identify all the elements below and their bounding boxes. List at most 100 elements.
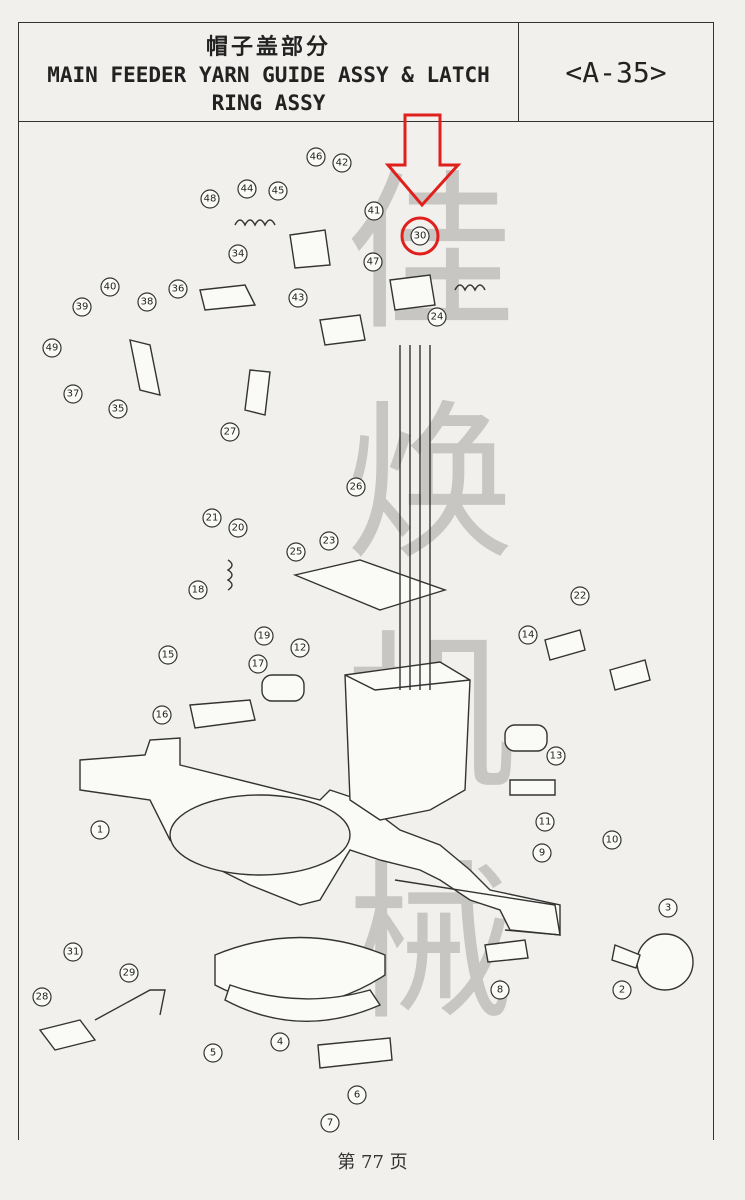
callout-label: 6 — [354, 1090, 360, 1101]
callout-bubble — [248, 654, 268, 674]
callout-bubble — [346, 477, 366, 497]
callout-bubble — [518, 625, 538, 645]
page-frame — [18, 122, 714, 1140]
callout-2: 2 — [612, 980, 632, 1000]
hex-post-right — [609, 659, 651, 691]
callout-label: 11 — [539, 817, 552, 828]
spring-44 — [234, 219, 276, 227]
pin-13 — [509, 779, 556, 796]
callout-6: 6 — [347, 1085, 367, 1105]
page-code: <A-35> — [565, 55, 667, 89]
callout-label: 44 — [241, 184, 254, 195]
callout-label: 15 — [162, 650, 175, 661]
callout-bubble — [490, 980, 510, 1000]
callout-bubble — [202, 508, 222, 528]
callout-label: 25 — [290, 547, 303, 558]
callout-bubble — [288, 288, 308, 308]
knob-ball-3 — [636, 933, 694, 991]
bracket-small — [319, 314, 366, 346]
cylinder-12 — [261, 674, 305, 702]
callout-label: 16 — [156, 710, 169, 721]
callout-bubble — [570, 586, 590, 606]
callout-bubble — [612, 980, 632, 1000]
callout-label: 43 — [292, 293, 305, 304]
callout-bubble — [532, 843, 552, 863]
callout-bubble — [220, 422, 240, 442]
callout-bubble — [100, 277, 120, 297]
highlight-marker — [384, 113, 462, 256]
bracket-34 — [199, 284, 257, 311]
callout-20: 20 — [228, 518, 248, 538]
diagram-parts — [38, 219, 694, 1069]
callout-label: 4 — [277, 1037, 283, 1048]
callout-label: 1 — [97, 825, 103, 836]
bar-right — [394, 879, 561, 936]
callout-bubble — [228, 244, 248, 264]
callout-43: 43 — [288, 288, 308, 308]
callout-bubble — [108, 399, 128, 419]
callout-label: 35 — [112, 404, 125, 415]
callout-4: 4 — [270, 1032, 290, 1052]
callout-bubble — [63, 942, 83, 962]
callout-label: 37 — [67, 389, 80, 400]
page-footer: 第 77 页 — [337, 1152, 408, 1173]
cylinder-right — [504, 724, 548, 752]
callout-label: 19 — [258, 631, 271, 642]
callout-9: 9 — [532, 843, 552, 863]
callout-bubble — [535, 812, 555, 832]
callout-bubble — [32, 987, 52, 1007]
callout-12: 12 — [290, 638, 310, 658]
callout-label: 21 — [206, 513, 219, 524]
knob-shaft-2 — [611, 944, 641, 969]
spring-18 — [226, 559, 233, 591]
callout-bubble — [228, 518, 248, 538]
callout-21: 21 — [202, 508, 222, 528]
callout-label: 42 — [336, 158, 349, 169]
callout-bubble — [72, 297, 92, 317]
callout-23: 23 — [319, 531, 339, 551]
base-ring-opening — [169, 794, 351, 876]
callout-49: 49 — [42, 338, 62, 358]
callout-bubble — [188, 580, 208, 600]
callout-5: 5 — [203, 1043, 223, 1063]
callout-bubble — [254, 626, 274, 646]
arrow-down-icon — [384, 113, 462, 208]
block-28 — [38, 1019, 97, 1051]
callout-25: 25 — [286, 542, 306, 562]
callout-label: 46 — [310, 152, 323, 163]
latch-ring-lower — [224, 984, 382, 1023]
callout-bubble — [286, 542, 306, 562]
callout-40: 40 — [100, 277, 120, 297]
callout-bubble — [364, 201, 384, 221]
callout-bubble — [90, 820, 110, 840]
callout-36: 36 — [168, 279, 188, 299]
callout-label: 13 — [550, 751, 563, 762]
callout-group: 1234567891011121314151617181920212223242… — [32, 147, 678, 1133]
block-16 — [189, 699, 256, 729]
callout-label: 9 — [539, 848, 545, 859]
callout-label: 23 — [323, 536, 336, 547]
callout-label: 8 — [497, 985, 503, 996]
callout-bubble — [319, 531, 339, 551]
callout-8: 8 — [490, 980, 510, 1000]
spring-right — [454, 284, 486, 292]
callout-label: 45 — [272, 186, 285, 197]
callout-label: 20 — [232, 523, 245, 534]
callout-bubble — [200, 189, 220, 209]
title-english-line1: MAIN FEEDER YARN GUIDE ASSY & LATCH — [47, 63, 490, 87]
callout-label: 10 — [606, 835, 619, 846]
callout-bubble — [306, 147, 326, 167]
callout-bubble — [320, 1113, 340, 1133]
title-block: 帽子盖部分 MAIN FEEDER YARN GUIDE ASSY & LATC… — [18, 22, 714, 122]
callout-bubble — [158, 645, 178, 665]
callout-26: 26 — [346, 477, 366, 497]
cam-plate-25 — [292, 559, 448, 611]
part-8 — [484, 939, 529, 963]
callout-31: 31 — [63, 942, 83, 962]
callout-label: 29 — [123, 968, 136, 979]
callout-label: 24 — [431, 312, 444, 323]
callout-18: 18 — [188, 580, 208, 600]
callout-label: 2 — [619, 985, 625, 996]
